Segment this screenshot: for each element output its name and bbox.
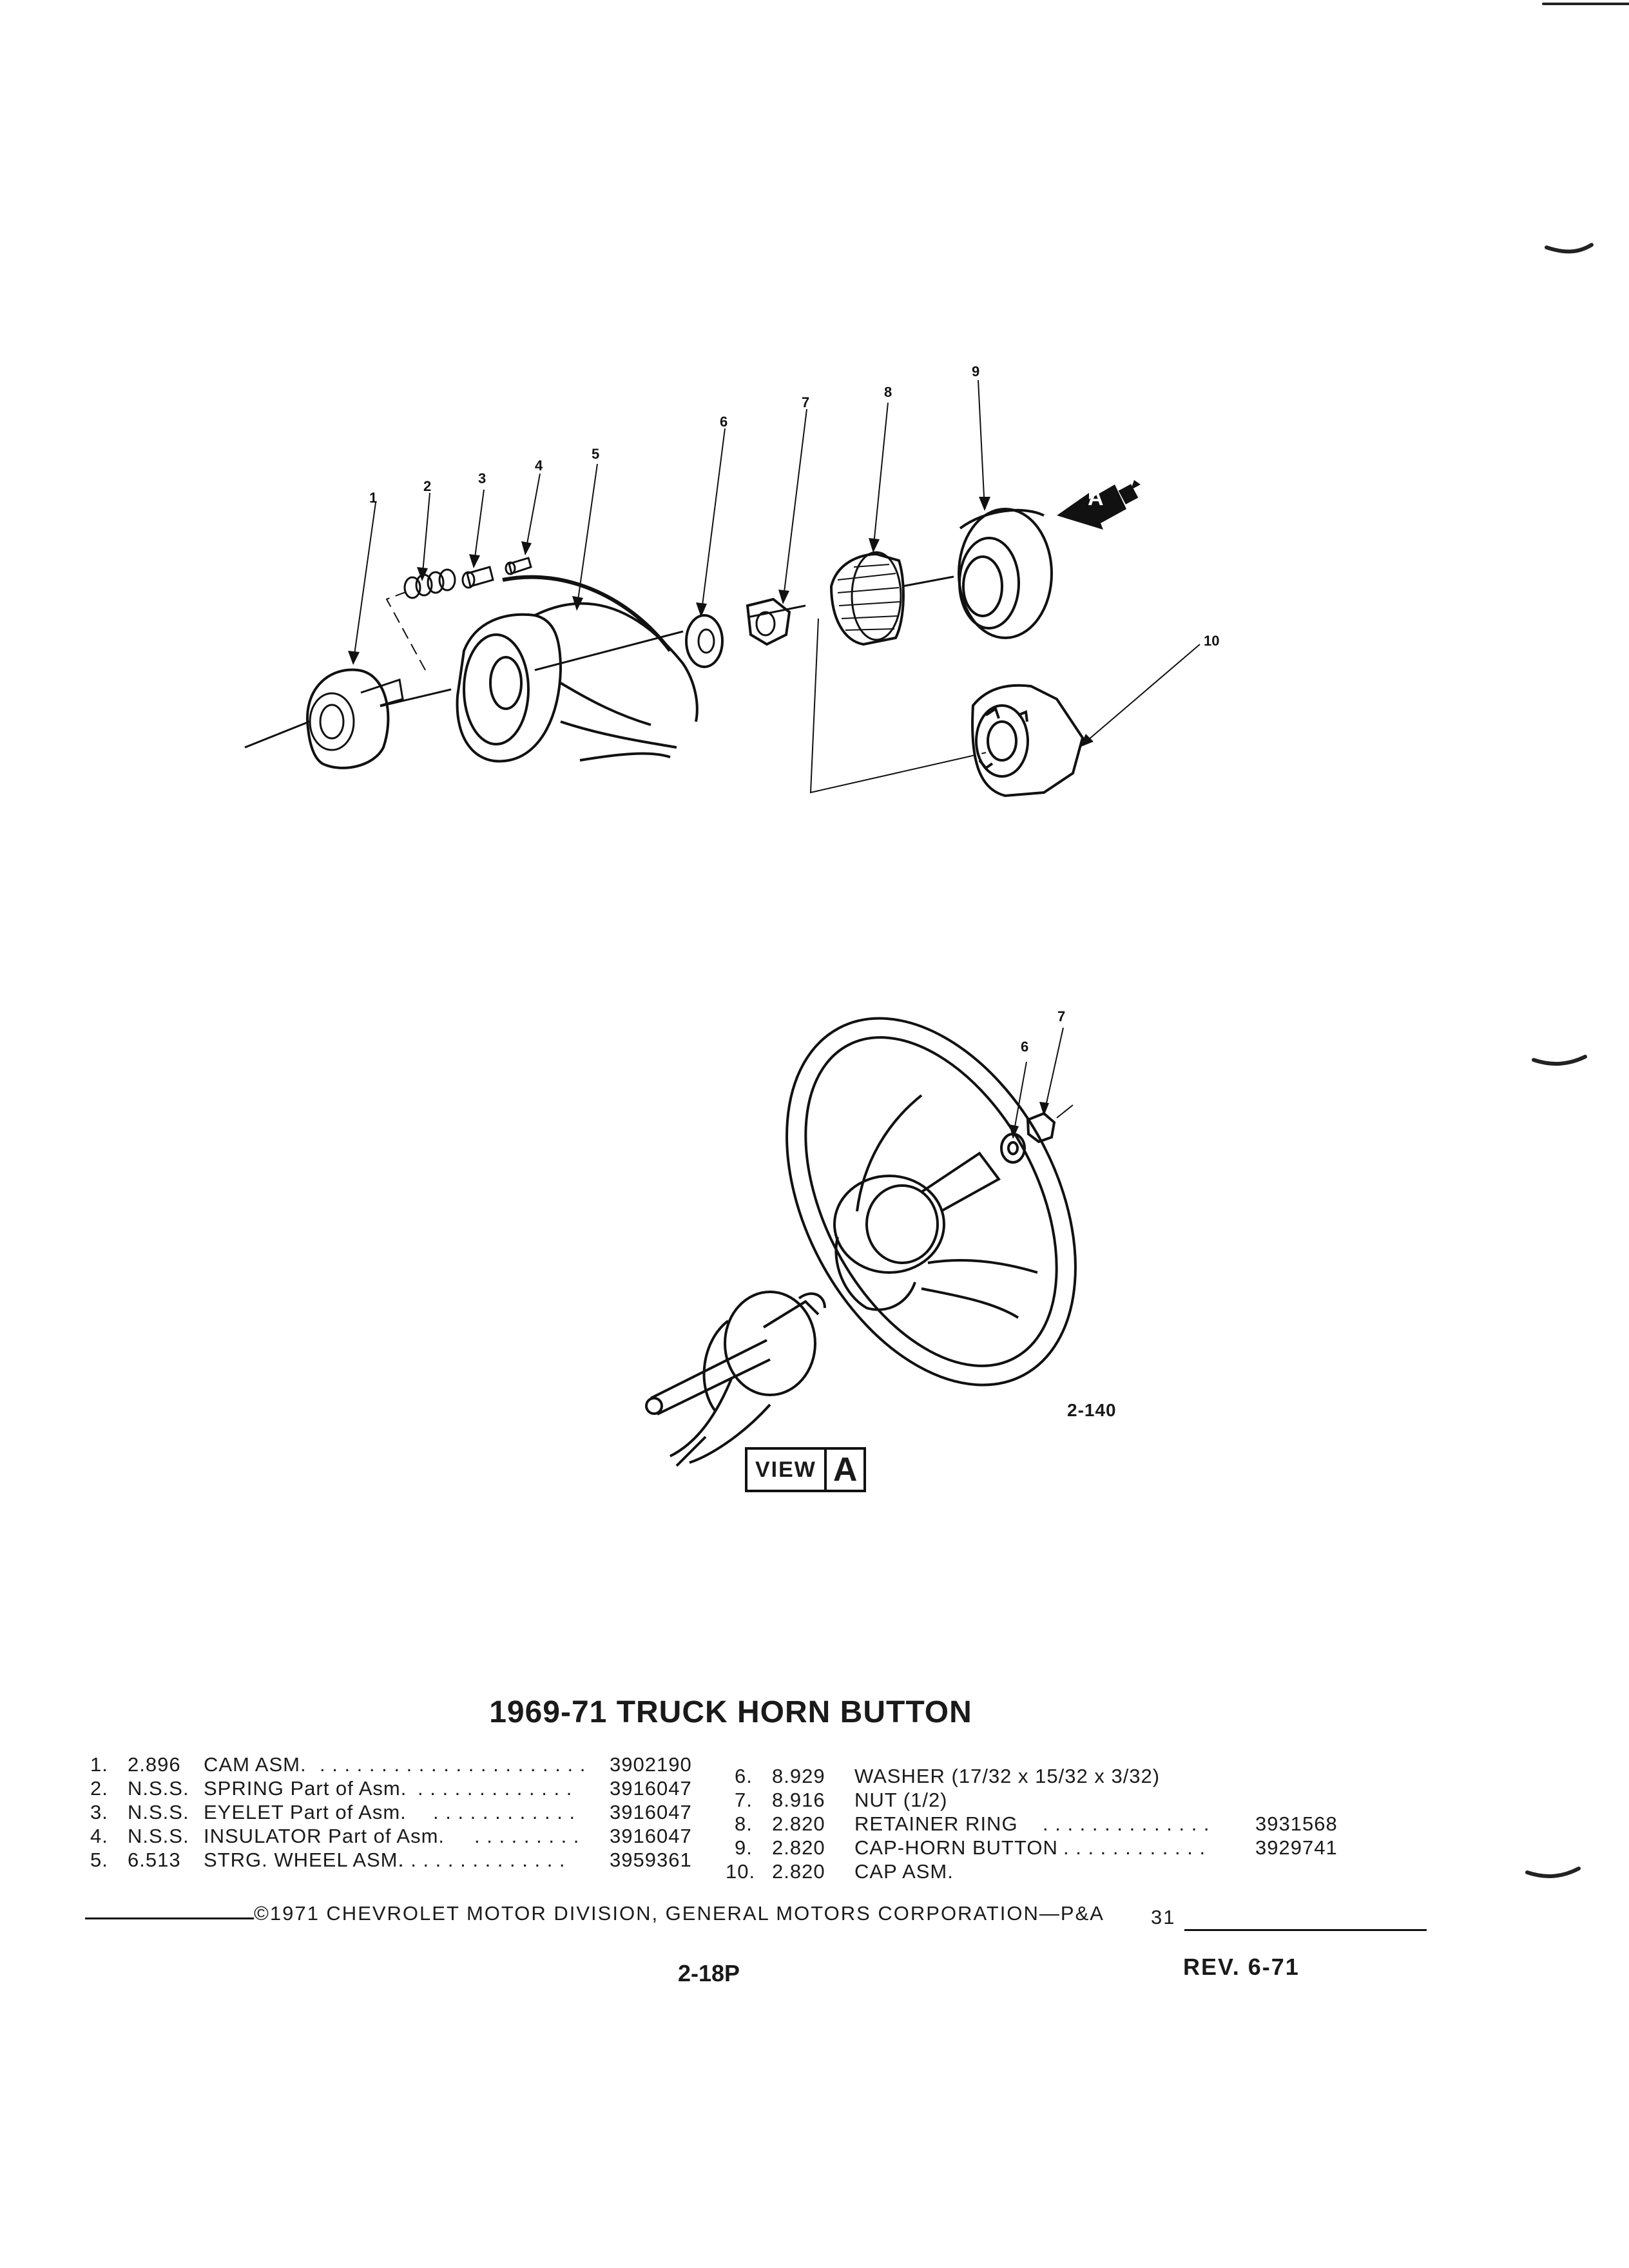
parts-row: 3. N.S.S. EYELET Part of Asm. . . . . . … <box>90 1800 709 1824</box>
group-number: N.S.S. <box>128 1825 189 1847</box>
callout-3: 3 <box>478 470 487 486</box>
leader-dots: . . . . . . . . . <box>474 1825 580 1847</box>
item-number: 9. <box>735 1836 753 1859</box>
part-number: 3916047 <box>610 1777 692 1800</box>
part-name: EYELET Part of Asm. <box>204 1801 407 1823</box>
group-number: 8.916 <box>772 1789 825 1811</box>
leader-dots: . . . . . . . . . . . . <box>1063 1836 1206 1859</box>
part-number: 3931568 <box>1255 1812 1338 1835</box>
group-number: 8.929 <box>772 1765 825 1787</box>
callout-7: 7 <box>802 394 810 410</box>
callout-6: 6 <box>720 414 728 430</box>
washer-part <box>685 614 724 668</box>
callout-10: 10 <box>1204 633 1220 649</box>
copyright-text: ©1971 CHEVROLET MOTOR DIVISION, GENERAL … <box>254 1902 1104 1925</box>
part-name: WASHER (17/32 x 15/32 x 3/32) <box>854 1765 1161 1787</box>
callout-8: 8 <box>884 384 892 400</box>
view-a-diagram <box>645 1017 1077 1467</box>
view-a-arrow <box>1057 480 1141 530</box>
part-name: SPRING Part of Asm. <box>204 1777 407 1800</box>
nut-part <box>746 597 791 646</box>
part-number: 3959361 <box>610 1849 692 1871</box>
item-number: 3. <box>90 1801 108 1823</box>
part-name: RETAINER RING <box>854 1812 1018 1835</box>
leader-dots: . . . . . . . . . . . . . . <box>398 1849 566 1871</box>
callout-5: 5 <box>592 446 600 462</box>
view-a-arrowheads <box>1009 1102 1049 1139</box>
figure-reference: 2-140 <box>1067 1400 1117 1420</box>
part-name: CAM ASM. <box>204 1753 307 1776</box>
pa-page-ref: 31 <box>1151 1906 1176 1928</box>
view-a-leaders <box>1012 1027 1064 1138</box>
view-a-arrow-letter: A <box>1088 486 1104 510</box>
part-number: 3902190 <box>610 1753 692 1776</box>
callout-leaders <box>352 380 1200 748</box>
part-number: 3916047 <box>610 1801 692 1823</box>
page-title: 1969-71 TRUCK HORN BUTTON <box>489 1695 972 1729</box>
part-name: INSULATOR Part of Asm. <box>204 1825 445 1847</box>
item-number: 6. <box>735 1765 753 1787</box>
parts-row: 9. 2.820 CAP-HORN BUTTON . . . . . . . .… <box>735 1836 1353 1860</box>
group-number: N.S.S. <box>128 1777 189 1800</box>
item-number: 10. <box>726 1860 756 1883</box>
copyright-footer: ©1971 CHEVROLET MOTOR DIVISION, GENERAL … <box>85 1902 1427 1934</box>
leader-dots: . . . . . . . . . . . . . . . . . . . . … <box>320 1753 586 1776</box>
retainer-ring-part <box>829 551 905 646</box>
cap-horn-button-part <box>958 508 1053 639</box>
view-label-text: VIEW <box>747 1450 827 1490</box>
leader-dots: . . . . . . . . . . . . . . <box>1043 1812 1210 1835</box>
callout-1: 1 <box>369 490 378 506</box>
parts-row: 6. 8.929 WASHER (17/32 x 15/32 x 3/32) <box>735 1764 1353 1788</box>
parts-list-right: 6. 8.929 WASHER (17/32 x 15/32 x 3/32) 7… <box>726 1764 1353 1883</box>
callout-2: 2 <box>423 478 432 494</box>
leader-dots: . . . . . . . . . . . . <box>433 1801 576 1823</box>
footer-rule-right <box>1184 1929 1427 1931</box>
parts-row: 10. 2.820 CAP ASM. <box>726 1860 1353 1883</box>
part-number: 3916047 <box>610 1825 692 1847</box>
parts-row: 1. 2.896 CAM ASM. . . . . . . . . . . . … <box>90 1753 709 1776</box>
cam-assembly-part <box>305 668 404 769</box>
page-number: 2-18P <box>678 1960 740 1986</box>
footer-rule-left <box>85 1917 254 1919</box>
callout-view-6: 6 <box>1021 1039 1029 1055</box>
part-number: 3929741 <box>1255 1836 1338 1859</box>
part-name: CAP ASM. <box>854 1860 954 1883</box>
leader-dots: . . . . . . . . . . . . . <box>418 1777 573 1800</box>
parts-row: 7. 8.916 NUT (1/2) <box>735 1788 1353 1812</box>
parts-row: 5. 6.513 STRG. WHEEL ASM. . . . . . . . … <box>90 1848 709 1872</box>
group-number: 6.513 <box>128 1849 181 1871</box>
cap-assembly-part <box>971 684 1084 798</box>
item-number: 5. <box>90 1849 108 1871</box>
item-number: 4. <box>90 1825 108 1847</box>
group-number: 2.820 <box>772 1860 825 1883</box>
item-number: 1. <box>90 1753 108 1776</box>
parts-row: 2. N.S.S. SPRING Part of Asm. . . . . . … <box>90 1776 709 1800</box>
view-label-letter: A <box>833 1451 858 1488</box>
parts-row: 4. N.S.S. INSULATOR Part of Asm. . . . .… <box>90 1824 709 1848</box>
callout-view-7: 7 <box>1057 1008 1066 1024</box>
callout-4: 4 <box>535 457 543 474</box>
group-number: 2.896 <box>128 1753 181 1776</box>
part-name: NUT (1/2) <box>854 1789 948 1811</box>
parts-row: 8. 2.820 RETAINER RING . . . . . . . . .… <box>735 1812 1353 1836</box>
callout-9: 9 <box>972 363 980 380</box>
item-number: 2. <box>90 1777 108 1800</box>
spring-eyelet-insulator-parts <box>403 557 532 599</box>
group-number: N.S.S. <box>128 1801 189 1823</box>
parts-list-left: 1. 2.896 CAM ASM. . . . . . . . . . . . … <box>90 1753 709 1872</box>
group-number: 2.820 <box>772 1836 825 1859</box>
item-number: 8. <box>735 1812 753 1835</box>
view-a-label: VIEW A <box>745 1447 867 1492</box>
steering-wheel-hub-part <box>456 575 699 763</box>
part-name: STRG. WHEEL ASM. <box>204 1849 405 1871</box>
part-name: CAP-HORN BUTTON <box>854 1836 1058 1859</box>
revision-label: REV. 6-71 <box>1183 1954 1300 1980</box>
group-number: 2.820 <box>772 1812 825 1835</box>
item-number: 7. <box>735 1789 753 1811</box>
